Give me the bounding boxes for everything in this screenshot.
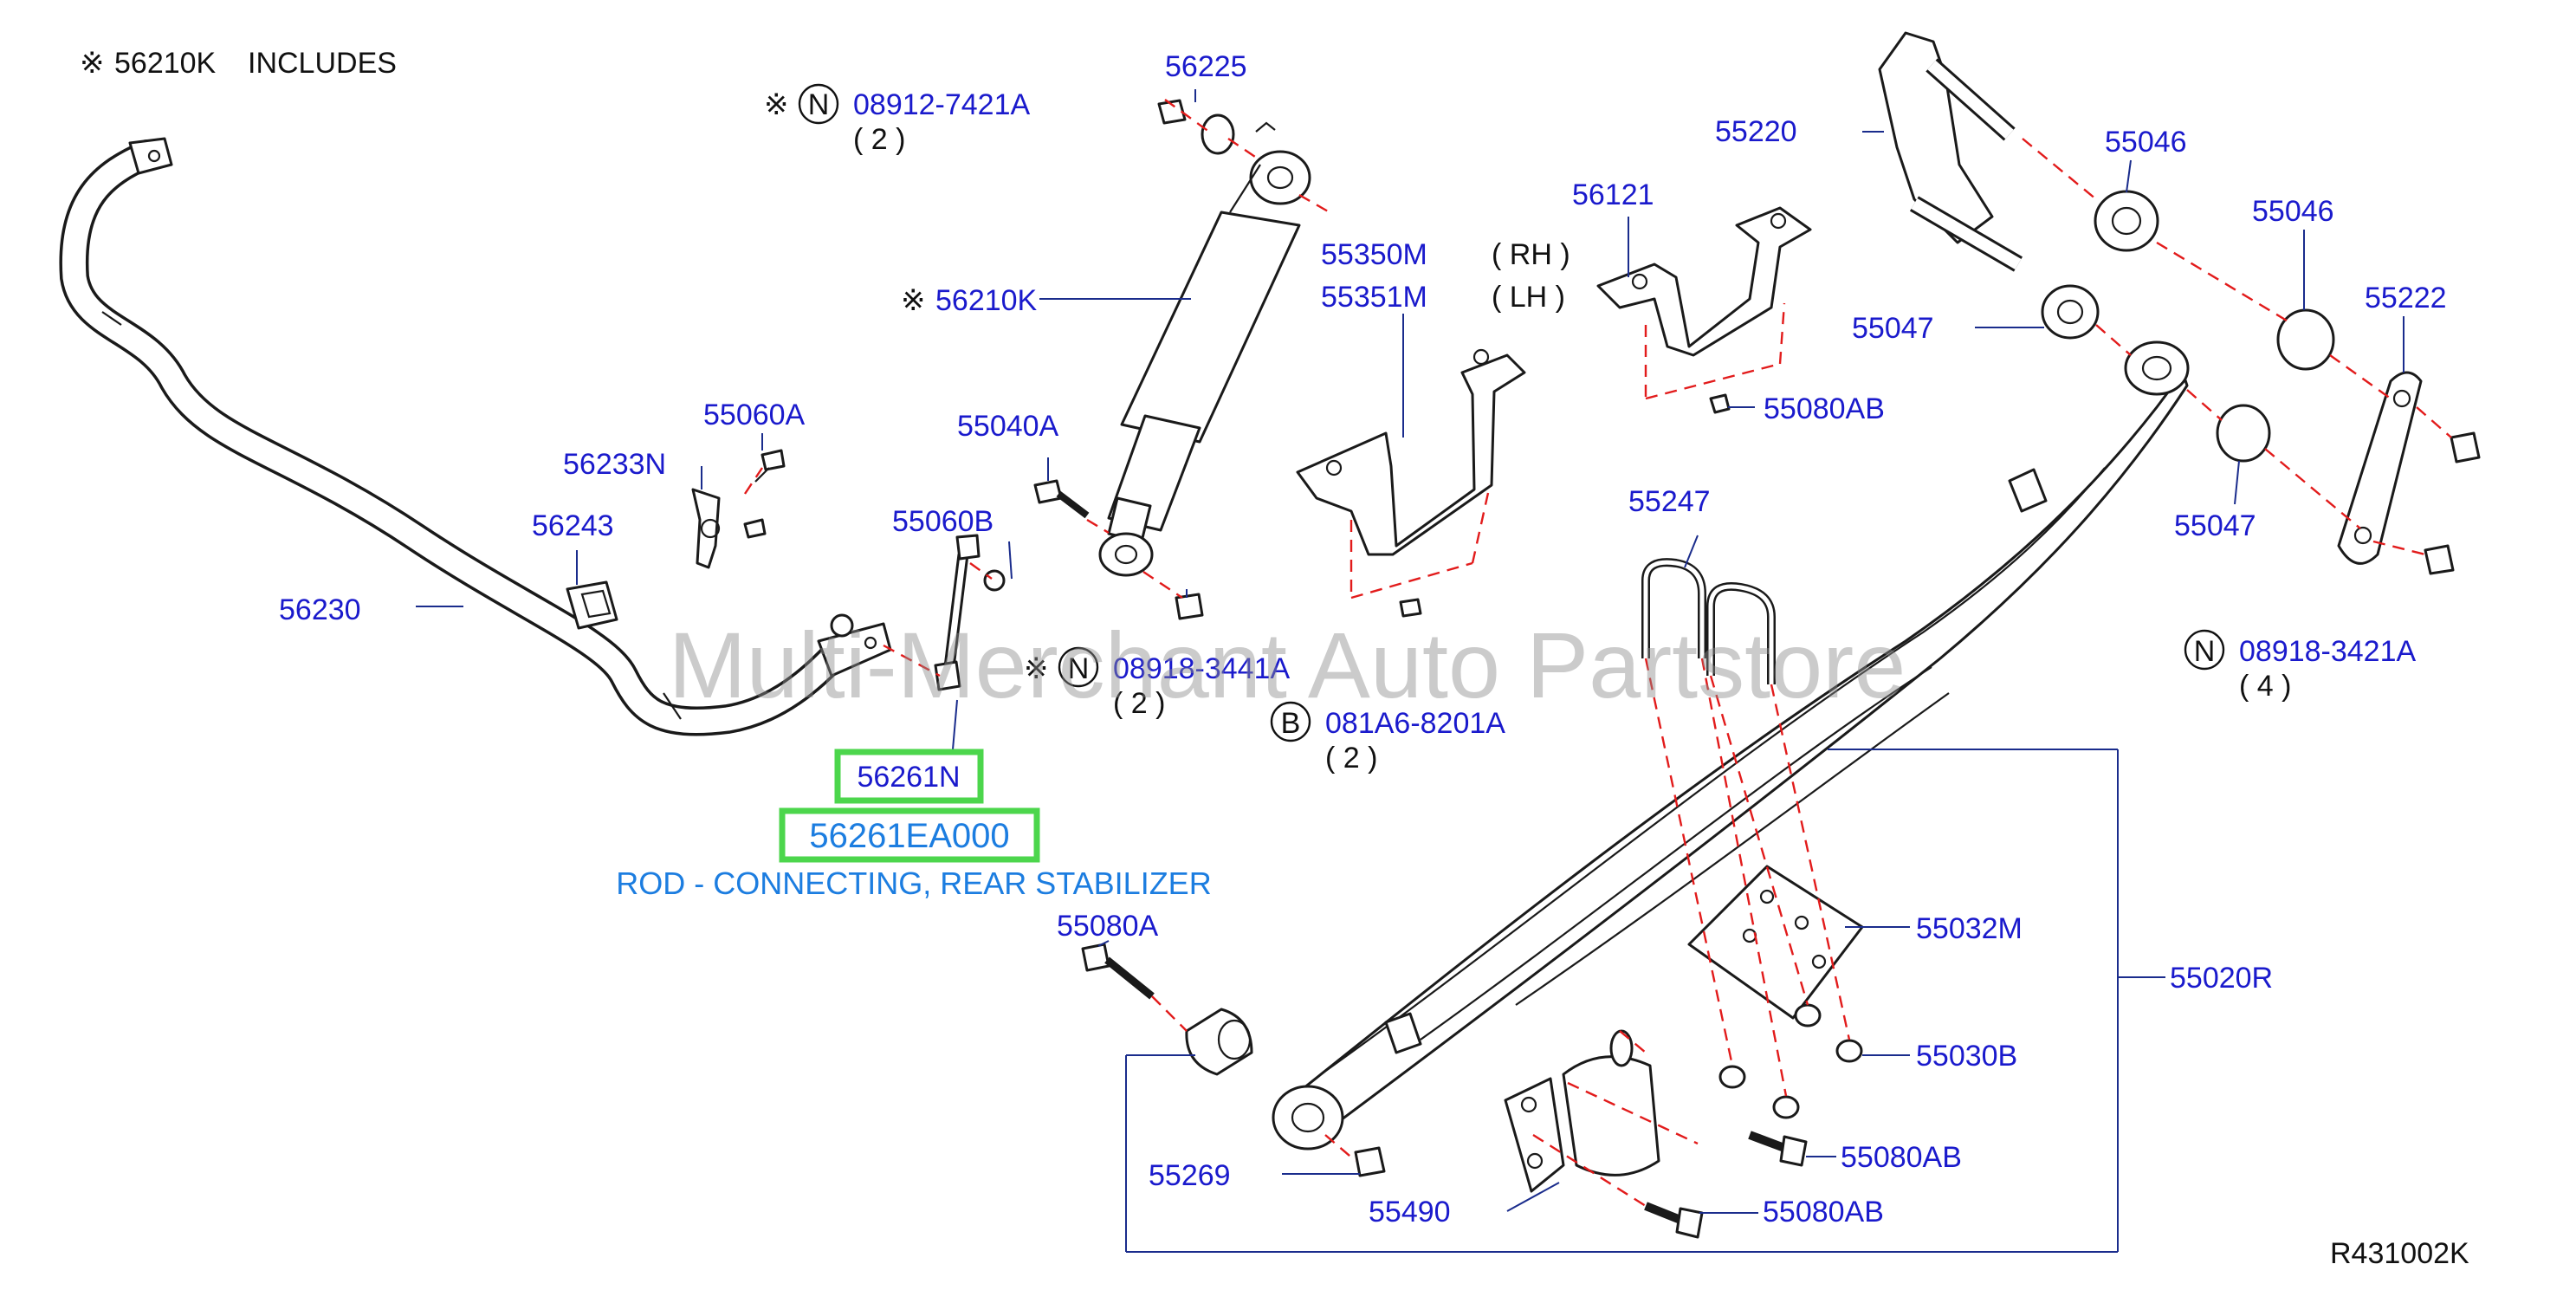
bolt-55080ab-bottom[interactable]: [1644, 1202, 1704, 1239]
includes-text: INCLUDES: [248, 47, 397, 80]
label-56210k[interactable]: 56210K: [935, 284, 1038, 317]
label-56121[interactable]: 56121: [1572, 178, 1654, 211]
label-08912-7421a[interactable]: 08912-7421A: [853, 88, 1031, 121]
side-55350m: ( RH ): [1492, 238, 1570, 271]
label-55080a[interactable]: 55080A: [1057, 910, 1159, 943]
selected-part-number[interactable]: 56261EA000: [809, 817, 1009, 855]
bushing-55046-a[interactable]: [2094, 190, 2159, 252]
mark-08918-3441: ※: [1024, 652, 1049, 685]
qty-08918-3441: ( 2 ): [1113, 687, 1165, 720]
label-55080ab-mid[interactable]: 55080AB: [1841, 1141, 1962, 1174]
selected-part-description: ROD - CONNECTING, REAR STABILIZER: [616, 865, 1211, 901]
header-note: ※ 56210K INCLUDES: [80, 47, 397, 80]
shock-absorber-56210k[interactable]: [1033, 99, 1311, 620]
ref-code: R431002K: [2330, 1237, 2469, 1270]
qty-08918-3421: ( 4 ): [2239, 670, 2291, 703]
label-55490[interactable]: 55490: [1369, 1196, 1451, 1228]
bushing-55046-b[interactable]: [2276, 308, 2335, 371]
circle-081a6: B: [1281, 707, 1301, 740]
bushing-55047-b[interactable]: [2216, 404, 2271, 463]
connecting-rod-56261n[interactable]: [830, 534, 1006, 691]
label-55060a[interactable]: 55060A: [703, 399, 806, 431]
label-55080ab-top[interactable]: 55080AB: [1764, 392, 1885, 425]
label-55032m[interactable]: 55032M: [1916, 912, 2023, 945]
selected-part-label-highlight: [834, 749, 984, 804]
bushing-56243[interactable]: [566, 580, 618, 630]
label-55222[interactable]: 55222: [2365, 282, 2447, 314]
selected-part-label[interactable]: 56261N: [857, 761, 960, 794]
label-56233n[interactable]: 56233N: [563, 448, 666, 481]
stabilizer-bar-56230[interactable]: [59, 137, 892, 736]
selected-part-number-highlight: [779, 807, 1040, 863]
label-55046-a[interactable]: 55046: [2105, 126, 2187, 159]
u-bolt-55247[interactable]: [1641, 558, 1776, 684]
label-55047-a[interactable]: 55047: [1852, 312, 1934, 345]
bolt-55080ab-mid[interactable]: [1748, 1131, 1808, 1167]
bracket-56233n[interactable]: [691, 488, 721, 569]
label-55047-b[interactable]: 55047: [2174, 509, 2256, 542]
watermark: Multi-Merchant Auto Partstore: [669, 613, 1906, 717]
label-55269[interactable]: 55269: [1149, 1159, 1231, 1192]
bracket-56121[interactable]: [1596, 206, 1812, 414]
qty-08912: ( 2 ): [853, 123, 905, 156]
circle-08912: N: [808, 88, 830, 121]
callout-circles: [798, 83, 2225, 742]
label-56230[interactable]: 56230: [279, 593, 361, 626]
mark-56210k: ※: [901, 284, 926, 317]
leaf-spring-55020r[interactable]: [1272, 340, 2190, 1151]
bump-stop-55490[interactable]: [1504, 1029, 1660, 1193]
label-55351m[interactable]: 55351M: [1321, 281, 1427, 314]
mark-08912: ※: [764, 88, 789, 121]
label-55020r[interactable]: 55020R: [2170, 962, 2273, 995]
selected-part-callout[interactable]: 56261N 56261EA000 ROD - CONNECTING, REAR…: [616, 749, 1212, 901]
bolt-55060a[interactable]: [743, 449, 786, 539]
label-55060b[interactable]: 55060B: [892, 505, 994, 538]
label-55046-b[interactable]: 55046: [2252, 195, 2334, 228]
label-08918-3421a[interactable]: 08918-3421A: [2239, 635, 2417, 668]
label-55080ab-bottom[interactable]: 55080AB: [1763, 1196, 1884, 1228]
bolt-55080a[interactable]: [1081, 943, 1386, 1177]
side-55351m: ( LH ): [1492, 281, 1565, 314]
bracket-55350m[interactable]: [1296, 348, 1526, 556]
label-55350m[interactable]: 55350M: [1321, 238, 1427, 271]
qty-081a6: ( 2 ): [1325, 742, 1377, 775]
bolt-081a6-8201a[interactable]: [1399, 598, 1422, 618]
leader-lines: [416, 89, 2404, 1253]
includes-mark: ※: [80, 47, 105, 80]
circle-08918-3421: N: [2194, 635, 2216, 668]
bushing-55047-a[interactable]: [2041, 284, 2100, 340]
label-55040a[interactable]: 55040A: [957, 410, 1059, 443]
label-56225[interactable]: 56225: [1165, 50, 1247, 83]
label-081a6-8201a[interactable]: 081A6-8201A: [1325, 707, 1505, 740]
includes-part: 56210K: [114, 47, 217, 80]
label-55030b[interactable]: 55030B: [1916, 1040, 2017, 1073]
label-56243[interactable]: 56243: [532, 509, 614, 542]
plate-55032m[interactable]: [1687, 865, 1864, 1020]
nut-55030b[interactable]: [1718, 1003, 1863, 1119]
label-55220[interactable]: 55220: [1715, 115, 1797, 148]
shackle-55222[interactable]: [2337, 371, 2481, 575]
hanger-55220[interactable]: [1878, 31, 2023, 272]
bushing-55269[interactable]: [1185, 1008, 1253, 1076]
label-08918-3441a[interactable]: 08918-3441A: [1113, 652, 1291, 685]
circle-08918-3441: N: [1068, 652, 1090, 685]
assembly-lines: [744, 99, 2452, 1208]
label-55247[interactable]: 55247: [1628, 485, 1711, 518]
